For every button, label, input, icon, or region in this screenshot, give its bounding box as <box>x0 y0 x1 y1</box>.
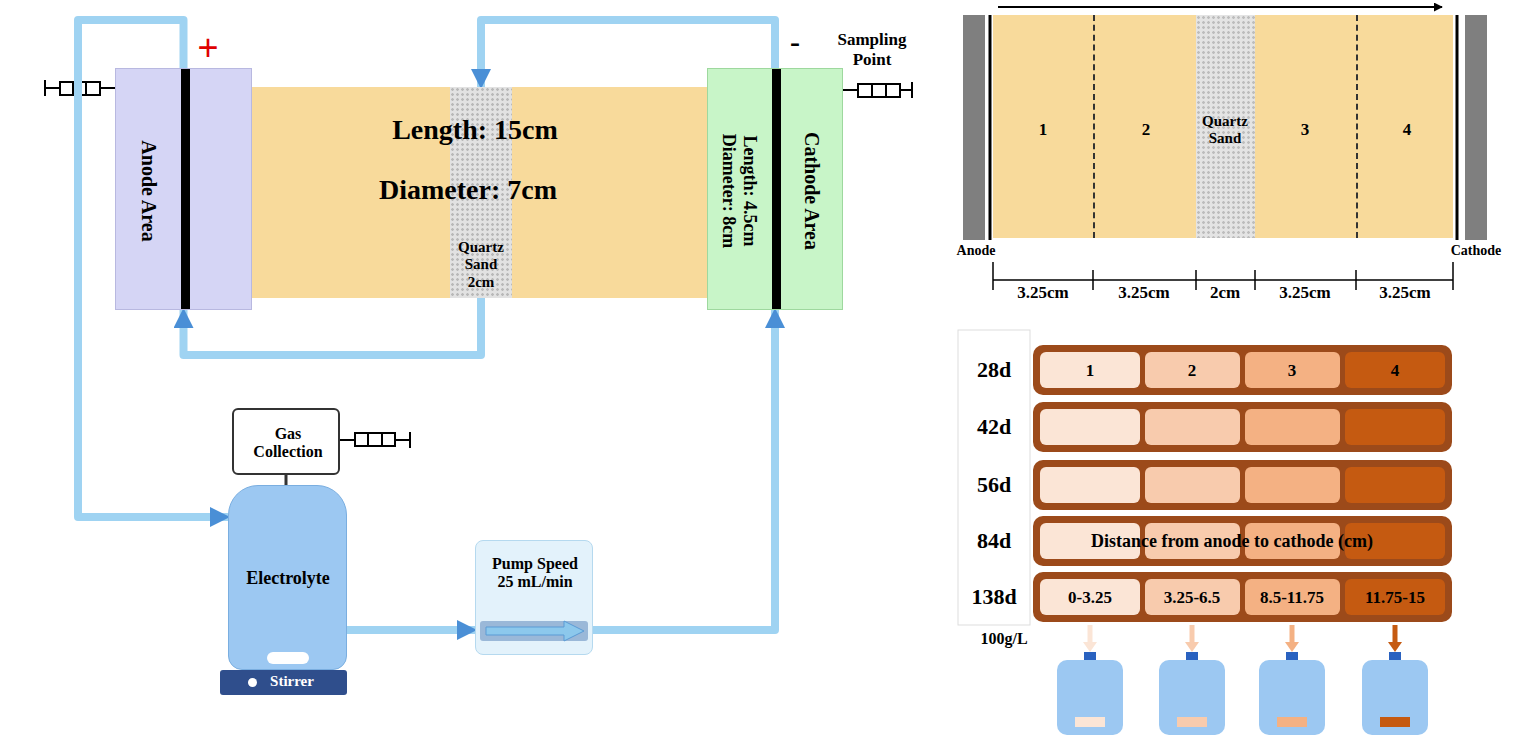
node-text: Quartz Sand 2cm <box>454 239 508 291</box>
stirrer-plate: Stirrer <box>220 670 347 695</box>
distance-range: 8.5-11.75 <box>1260 588 1324 608</box>
section-number: 3 <box>1288 361 1297 381</box>
cathode-chamber: Length: 4.5cm Diameter: 8cm Cathode Area <box>707 68 843 310</box>
anode-electrode <box>181 69 190 309</box>
node-text: Quartz Sand <box>1199 113 1251 148</box>
syringe <box>340 432 410 448</box>
node-text: Gas Collection <box>243 425 333 462</box>
pipe <box>593 310 775 630</box>
column-section: 1 <box>993 15 1093 238</box>
cathode-plate <box>1465 15 1487 240</box>
node-text: Anode Area <box>137 140 160 241</box>
section-number: 1 <box>1086 361 1095 381</box>
node-text: 3 <box>1301 120 1310 140</box>
anode-line <box>989 15 992 240</box>
polarity-sign: + <box>197 27 218 68</box>
pipe <box>347 626 475 634</box>
node-text: Length: 4.5cm Diameter: 8cm <box>718 121 759 261</box>
day-label: 138d <box>971 584 1016 609</box>
sampling-label: Sampling Point <box>826 30 918 69</box>
sample-bottle <box>1159 652 1225 735</box>
sample-row <box>1033 345 1452 395</box>
section-number: 2 <box>1188 361 1197 381</box>
node-text: Pump Speed 25 mL/min <box>483 555 587 592</box>
sample-bottle <box>1057 652 1123 735</box>
row-label-panel <box>958 330 1030 625</box>
column-section: 3 <box>1255 15 1356 238</box>
concentration-label: 100g/L <box>980 630 1027 648</box>
polarity-sign: - <box>790 25 800 60</box>
anode-plate <box>963 15 985 240</box>
direction-arrow <box>998 6 1442 8</box>
syringe <box>843 82 912 98</box>
column-section: 2 <box>1093 15 1196 238</box>
day-label: 84d <box>977 528 1011 553</box>
cathode-electrode <box>772 69 781 309</box>
pump-box: Pump Speed 25 mL/min <box>475 540 593 655</box>
distance-range: 0-3.25 <box>1068 588 1112 608</box>
node-text: Electrolyte <box>246 568 330 589</box>
quartz-sand-section: Quartz Sand <box>1196 15 1255 238</box>
gas-line <box>285 475 288 485</box>
column-section: 4 <box>1356 15 1453 238</box>
sample-row <box>1033 516 1452 566</box>
down-arrow <box>1083 625 1402 652</box>
pump-channel <box>480 621 588 641</box>
day-label: 28d <box>977 357 1011 382</box>
dimension-label: 3.25cm <box>1014 283 1071 303</box>
distance-note: Distance from anode to cathode (cm) <box>1091 531 1373 552</box>
pump-arrow-head <box>486 621 584 641</box>
node-text: 4 <box>1403 120 1412 140</box>
node-text: 2 <box>1142 120 1151 140</box>
node-text: Diameter: 7cm <box>379 174 557 206</box>
sample-row <box>1033 572 1452 622</box>
sample-row <box>1033 402 1452 452</box>
node-text: 1 <box>1039 120 1048 140</box>
cathode-line <box>1456 15 1459 240</box>
sample-bottle <box>1259 652 1325 735</box>
day-label: 42d <box>977 414 1011 439</box>
sample-row <box>1033 460 1452 510</box>
node-text: Cathode Area <box>800 132 823 250</box>
soil-column: Length: 15cmDiameter: 7cmQuartz Sand 2cm <box>252 87 707 298</box>
dimension-label: 3.25cm <box>1376 283 1433 303</box>
distance-range: 3.25-6.5 <box>1164 588 1221 608</box>
node-text: Stirrer <box>270 673 314 690</box>
electrode-label: Anode <box>957 243 996 259</box>
dimension-label: 2cm <box>1207 283 1243 303</box>
section-number: 4 <box>1391 361 1400 381</box>
day-label: 56d <box>977 472 1011 497</box>
tank-window <box>267 652 309 664</box>
distance-range: 11.75-15 <box>1365 588 1425 608</box>
dimension-label: 3.25cm <box>1115 283 1172 303</box>
node-text: Length: 15cm <box>392 114 558 146</box>
electrolyte-tank: Electrolyte <box>228 485 347 670</box>
sample-bottle <box>1362 652 1428 735</box>
anode-chamber: Anode Area <box>115 68 252 310</box>
gas-collection-box: Gas Collection <box>232 408 340 475</box>
stirrer-dot <box>248 678 257 687</box>
electrode-label: Cathode <box>1451 243 1502 259</box>
dimension-label: 3.25cm <box>1276 283 1333 303</box>
